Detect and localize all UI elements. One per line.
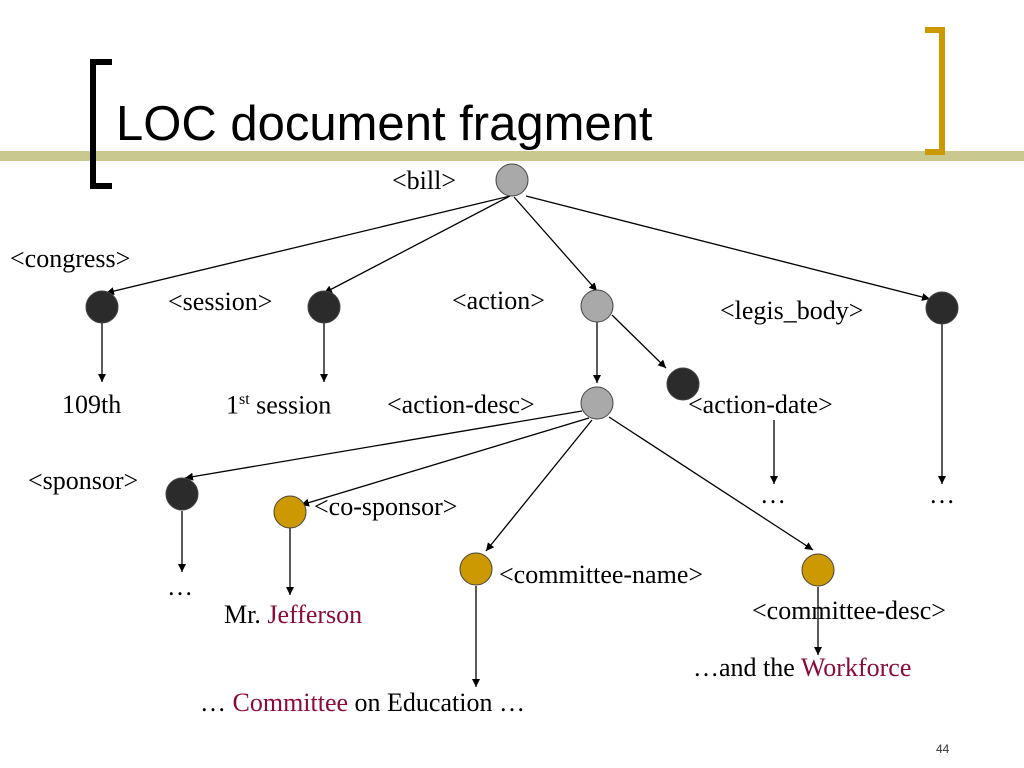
label-legis-body: <legis_body> bbox=[720, 296, 864, 325]
node-action bbox=[580, 289, 614, 323]
edge-desc-sponsor bbox=[184, 410, 583, 481]
value-committee-desc-highlight: Workforce bbox=[800, 653, 912, 682]
node-legis-body bbox=[925, 291, 959, 325]
edge-bill-action bbox=[513, 196, 598, 292]
edge-bill-legis-body bbox=[525, 195, 931, 301]
node-action-date bbox=[666, 367, 700, 401]
node-bill bbox=[495, 163, 529, 197]
value-session-word: session bbox=[249, 390, 332, 420]
label-committee-desc: <committee-desc> bbox=[752, 596, 946, 625]
value-sponsor-ellipsis: … bbox=[167, 572, 193, 601]
value-committee-name-prefix: … bbox=[200, 688, 233, 717]
node-committee-desc bbox=[801, 553, 835, 587]
value-session: 1st session bbox=[226, 392, 331, 419]
label-sponsor: <sponsor> bbox=[28, 466, 139, 495]
label-action: <action> bbox=[452, 286, 545, 315]
node-action-desc bbox=[580, 386, 614, 420]
node-committee-name bbox=[459, 552, 493, 586]
value-committee-name: … Committee on Education … bbox=[200, 690, 525, 716]
label-co-sponsor: <co-sponsor> bbox=[314, 492, 458, 521]
node-co-sponsor bbox=[273, 495, 307, 529]
label-congress: <congress> bbox=[10, 244, 131, 273]
edges bbox=[98, 195, 946, 687]
edge-desc-cosponsor bbox=[300, 417, 590, 507]
value-co-sponsor: Mr. Jefferson bbox=[224, 602, 362, 628]
node-congress bbox=[85, 290, 119, 324]
edge-action-date bbox=[611, 314, 667, 369]
value-committee-desc-prefix: …and the bbox=[693, 653, 801, 682]
value-session-suffix: st bbox=[239, 391, 250, 408]
value-co-sponsor-name: Jefferson bbox=[267, 600, 363, 629]
value-committee-name-suffix: on Education … bbox=[348, 688, 525, 717]
label-action-date: <action-date> bbox=[688, 390, 833, 419]
right-bracket bbox=[925, 27, 945, 155]
label-session: <session> bbox=[168, 287, 273, 316]
node-session bbox=[307, 290, 341, 324]
nodes bbox=[85, 163, 959, 587]
label-bill: <bill> bbox=[392, 166, 456, 195]
edge-bill-session bbox=[323, 195, 511, 294]
label-committee-name: <committee-name> bbox=[499, 560, 704, 589]
value-committee-name-highlight: Committee bbox=[232, 688, 349, 717]
label-action-desc: <action-desc> bbox=[387, 390, 535, 419]
value-committee-desc: …and the Workforce bbox=[693, 655, 911, 681]
title-band bbox=[0, 151, 1024, 161]
slide-title: LOC document fragment bbox=[116, 97, 653, 151]
edge-desc-committee-desc bbox=[608, 416, 814, 551]
page-number: 44 bbox=[936, 742, 950, 756]
node-sponsor bbox=[165, 477, 199, 511]
value-session-number: 1 bbox=[226, 390, 239, 420]
value-action-date-ellipsis: … bbox=[760, 480, 786, 509]
value-congress: 109th bbox=[62, 390, 122, 419]
edge-desc-committee-name bbox=[485, 419, 593, 552]
left-bracket bbox=[90, 59, 112, 189]
value-legis-body-ellipsis: … bbox=[929, 480, 955, 509]
edge-bill-congress bbox=[105, 195, 511, 296]
value-co-sponsor-prefix: Mr. bbox=[224, 600, 268, 629]
